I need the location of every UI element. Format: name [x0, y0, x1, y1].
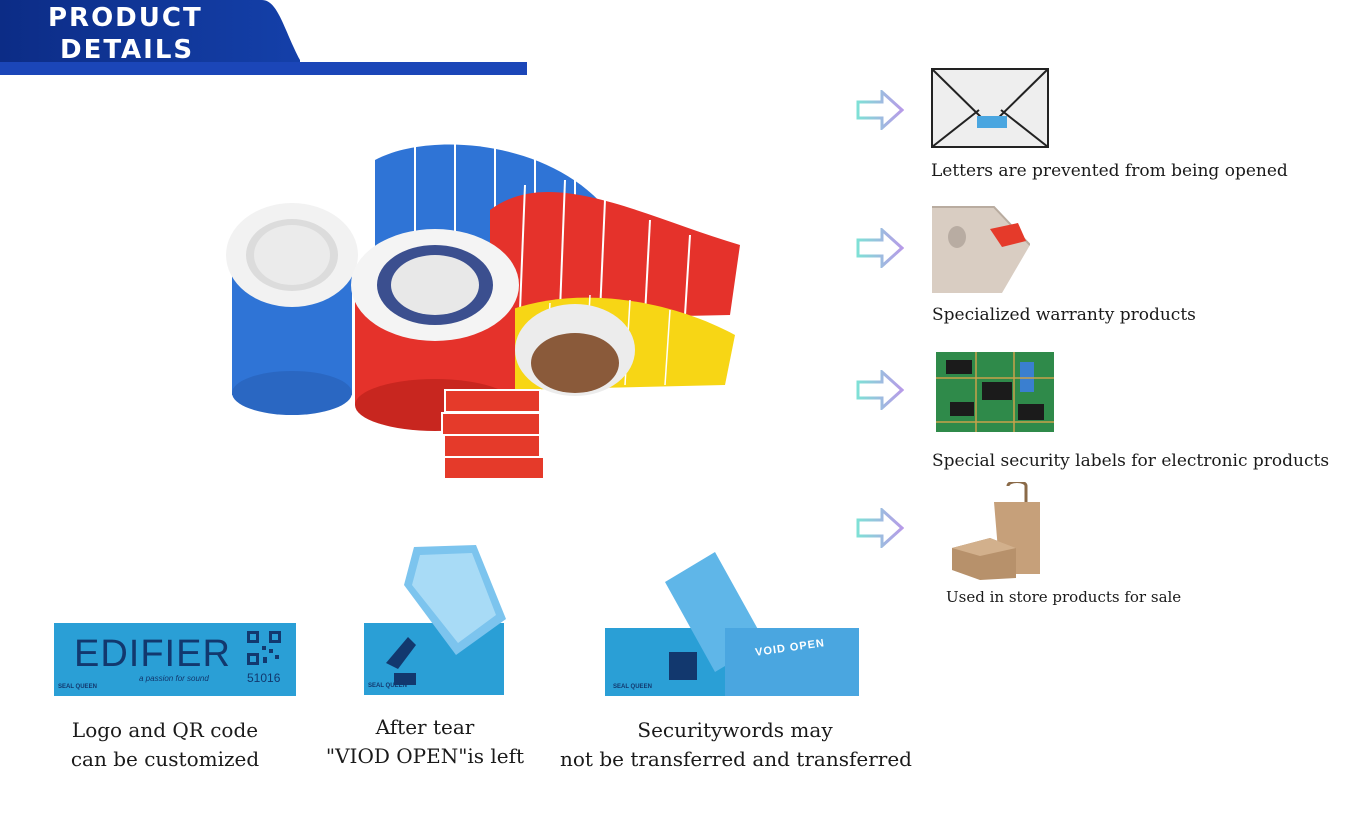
caption-line: After tear [375, 715, 475, 739]
caption-line: "VIOD OPEN"is left [325, 744, 525, 768]
arrow-icon [856, 88, 905, 132]
sample-caption: Logo and QR code can be customized [40, 716, 290, 774]
feature-caption: Letters are prevented from being opened [931, 161, 1288, 181]
torn-label-sample: SEAL QUEEN [364, 545, 506, 695]
sample-caption: Securitywords may not be transferred and… [560, 716, 912, 774]
page-title: PRODUCT DETAILS [48, 2, 203, 66]
envelope-icon [931, 68, 1049, 148]
arrow-icon [856, 226, 905, 270]
page-title-line2: DETAILS [60, 35, 195, 65]
header-banner: PRODUCT DETAILS [0, 0, 530, 78]
void-open-label-sample: VOID OPEN SEAL QUEEN [605, 552, 859, 696]
header-banner-shape [0, 0, 527, 75]
circuit-board-icon [936, 352, 1054, 432]
arrow-icon [856, 506, 905, 550]
label-maker: SEAL QUEEN [613, 684, 652, 690]
sample-caption: After tear "VIOD OPEN"is left [310, 713, 540, 771]
arrow-icon [856, 368, 905, 412]
label-maker: SEAL QUEEN [58, 684, 97, 690]
product-rolls-image [220, 135, 745, 495]
label-maker: SEAL QUEEN [368, 683, 407, 689]
label-number: 51016 [247, 671, 281, 685]
feature-caption: Used in store products for sale [946, 588, 1182, 606]
caption-line: can be customized [70, 747, 260, 771]
feature-caption: Special security labels for electronic p… [932, 451, 1330, 471]
caption-line: Logo and QR code [71, 718, 259, 742]
label-tagline: a passion for sound [139, 674, 209, 683]
caption-line: not be transferred and transferred [560, 747, 912, 771]
edifier-label-sample: EDIFIER a passion for sound SEAL QUEEN 5… [54, 623, 296, 696]
page-title-line1: PRODUCT [48, 3, 203, 33]
label-brand: EDIFIER [74, 633, 231, 675]
qr-code-icon [247, 631, 281, 665]
phone-warranty-icon [932, 205, 1031, 293]
feature-caption: Specialized warranty products [932, 305, 1196, 325]
caption-line: Securitywords may [637, 718, 833, 742]
shopping-bag-icon [950, 480, 1046, 580]
